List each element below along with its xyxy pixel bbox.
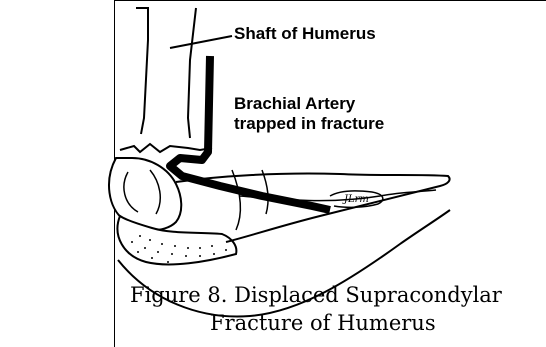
forearm-contour-a bbox=[232, 170, 240, 230]
shaft-pointer-line bbox=[170, 36, 232, 48]
fracture-line bbox=[120, 144, 212, 152]
shaft-label: Shaft of Humerus bbox=[234, 24, 376, 43]
humerus-shaft bbox=[136, 8, 196, 138]
caption-line2: Fracture of Humerus bbox=[210, 310, 436, 336]
artist-signature: JLrm bbox=[342, 194, 369, 205]
artery-label-line1: Brachial Artery bbox=[234, 94, 355, 113]
olecranon bbox=[118, 216, 237, 264]
caption-line1: Figure 8. Displaced Supracondylar bbox=[130, 282, 502, 308]
artery-label-line2: trapped in fracture bbox=[234, 114, 384, 133]
forearm-contour-b bbox=[262, 170, 268, 214]
brachial-artery bbox=[170, 56, 330, 210]
